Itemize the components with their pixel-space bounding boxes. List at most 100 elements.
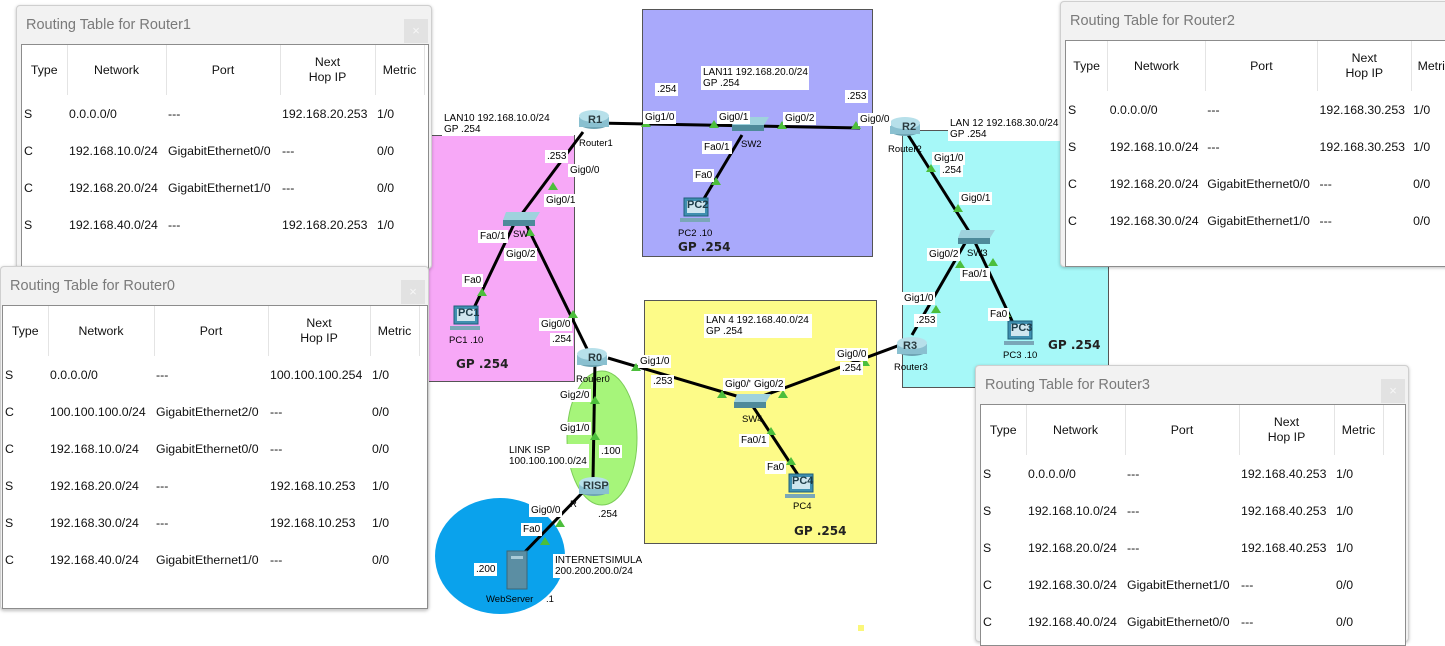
column-header-type[interactable]: Type	[3, 306, 49, 356]
cell-port: ---	[168, 217, 181, 232]
port-label: Gig1/0	[643, 111, 677, 124]
risp-badge[interactable]: RISP	[583, 480, 609, 492]
pc2-badge[interactable]: PC2	[687, 199, 709, 211]
cell-next-hop: 192.168.20.253	[282, 217, 368, 232]
column-header-network[interactable]: Network	[1107, 41, 1206, 91]
cell-metric: 1/0	[372, 515, 390, 530]
router1-badge[interactable]: R1	[588, 114, 603, 126]
close-button[interactable]: ×	[404, 19, 428, 43]
lan11-gp-label: GP .254	[678, 240, 731, 254]
column-header-type[interactable]: Type	[22, 45, 68, 95]
column-header-network[interactable]: Network	[1026, 405, 1126, 455]
cell-port: GigabitEthernet1/0	[156, 552, 259, 567]
router3-badge[interactable]: R3	[903, 340, 918, 352]
switch3-name: SW3	[967, 248, 988, 259]
cell-port: ---	[1207, 139, 1220, 154]
port-label: Gig1/0	[902, 292, 936, 305]
webserver-name[interactable]: WebServer	[486, 594, 534, 605]
port-label: Gig0/0	[539, 318, 573, 331]
cell-type: C	[24, 180, 33, 195]
cell-metric: 0/0	[377, 143, 395, 158]
lan10-title: LAN10 192.168.10.0/24	[444, 113, 550, 124]
cell-next-hop: 192.168.40.253	[1241, 466, 1327, 481]
cell-type: C	[983, 577, 992, 592]
cell-type: S	[983, 503, 992, 518]
column-header-network[interactable]: Network	[67, 45, 167, 95]
port-label: .200	[474, 563, 498, 576]
pc3-badge[interactable]: PC3	[1011, 322, 1033, 334]
cell-network: 192.168.30.0/24	[1028, 577, 1117, 592]
cell-port: ---	[1127, 503, 1140, 518]
link-sw2-pc2	[700, 134, 744, 203]
cell-next-hop: ---	[1241, 614, 1254, 629]
cell-network: 0.0.0.0/0	[1028, 466, 1076, 481]
column-header-metric[interactable]: Metric	[375, 45, 425, 95]
column-header-port[interactable]: Port	[154, 306, 269, 356]
router0-name: Router0	[576, 374, 610, 385]
column-header-type[interactable]: Type	[981, 405, 1027, 455]
port-label: Gig0/0	[529, 504, 563, 517]
column-header-port[interactable]: Port	[166, 45, 281, 95]
cell-next-hop: ---	[282, 143, 295, 158]
column-header-metric[interactable]: Metric	[1334, 405, 1384, 455]
cell-port: ---	[1127, 540, 1140, 555]
column-header-port[interactable]: Port	[1205, 41, 1319, 91]
cell-metric: 0/0	[372, 404, 390, 419]
cell-type: S	[5, 367, 14, 382]
window-title: Routing Table for Router0	[10, 278, 175, 294]
router0-badge[interactable]: R0	[588, 352, 603, 364]
cell-metric: 0/0	[1413, 176, 1431, 191]
cell-next-hop: ---	[270, 552, 283, 567]
cell-next-hop: ---	[1319, 176, 1332, 191]
window-title: Routing Table for Router3	[985, 377, 1150, 393]
column-header-network[interactable]: Network	[48, 306, 155, 356]
close-button[interactable]: ×	[1381, 379, 1405, 403]
lan10-gateway: GP .254	[444, 124, 481, 135]
cell-network: 100.100.100.0/24	[50, 404, 146, 419]
column-header-type[interactable]: Type	[1066, 41, 1109, 91]
window-title: Routing Table for Router2	[1070, 13, 1235, 29]
cell-network: 192.168.10.0/24	[69, 143, 158, 158]
risp-name: R	[570, 499, 577, 510]
cell-next-hop: 192.168.10.253	[270, 515, 356, 530]
cell-network: 192.168.30.0/24	[50, 515, 139, 530]
port-label: .254	[596, 508, 620, 521]
port-label: .253	[914, 314, 938, 327]
cell-network: 192.168.10.0/24	[50, 441, 139, 456]
port-label: Gig0/1	[717, 111, 751, 124]
cell-next-hop: ---	[270, 404, 283, 419]
link-r1-sw2-r2	[594, 121, 861, 130]
column-header-metric[interactable]: Metric	[1411, 41, 1445, 91]
column-header-port[interactable]: Port	[1125, 405, 1240, 455]
link-r0-risp	[591, 359, 597, 481]
pc4-badge[interactable]: PC4	[792, 475, 814, 487]
cell-next-hop: ---	[270, 441, 283, 456]
router2-badge[interactable]: R2	[902, 121, 917, 133]
column-header-metric[interactable]: Metric	[370, 306, 420, 356]
close-button[interactable]: ×	[401, 280, 425, 304]
port-label: Gig0/0	[568, 164, 602, 177]
cell-type: C	[5, 552, 14, 567]
pc1-badge[interactable]: PC1	[458, 307, 480, 319]
selection-marker	[858, 625, 864, 631]
port-label: Gig0/2	[927, 248, 961, 261]
cell-network: 192.168.40.0/24	[1028, 614, 1117, 629]
